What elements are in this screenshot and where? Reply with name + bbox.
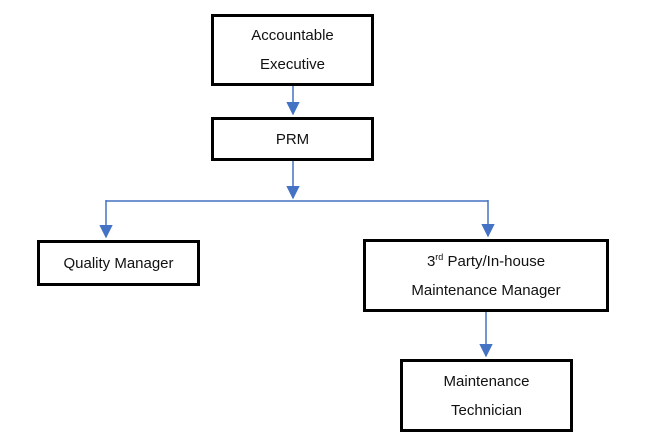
node-label: Technician: [451, 401, 522, 419]
node-label: Quality Manager: [63, 254, 174, 272]
node-label: 3rd Party/In-house: [426, 251, 546, 270]
node-label: Accountable: [251, 27, 334, 44]
ordinal-superscript: rd: [435, 251, 444, 262]
node-label: Maintenance: [443, 372, 530, 390]
node-maintenance-manager: 3rd Party/In-house Maintenance Manager: [363, 239, 609, 312]
node-label: PRM: [275, 130, 310, 148]
node-prm: PRM: [211, 117, 374, 161]
node-quality-manager: Quality Manager: [37, 240, 200, 286]
node-maintenance-technician: Maintenance Technician: [400, 359, 573, 432]
node-label: Executive: [259, 56, 326, 73]
node-accountable-executive: Accountable Executive: [211, 14, 374, 86]
node-label: Maintenance Manager: [411, 281, 561, 299]
